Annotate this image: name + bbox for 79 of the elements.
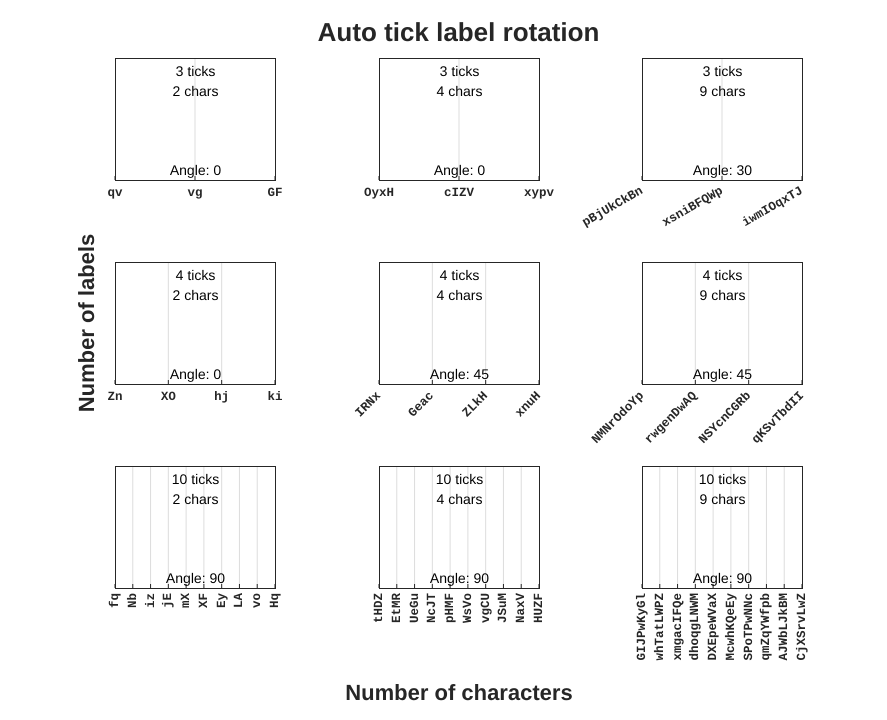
plot-panel [379,262,540,385]
panel-text: Angle: 0 [168,366,222,382]
panel-text: 3 ticks [438,63,480,79]
panel-text: 4 ticks [438,267,480,283]
tick-label: JSuM [496,593,510,624]
panel-text: 4 ticks [174,267,216,283]
tick-label: NaxV [514,593,528,624]
plot-panel [642,58,803,181]
panel-text: Angle: 0 [432,162,486,178]
tick-label: ki [268,390,282,404]
panel-text: 3 ticks [702,63,744,79]
tick-label: UeGu [408,593,422,624]
chart-title: Auto tick label rotation [316,17,600,48]
tick-label: qv [108,186,122,200]
plot-panel [115,58,276,181]
tick-label: dhoqgLNWM [688,593,702,661]
panel-text: 9 chars [698,83,746,99]
panel-text: Angle: 30 [692,162,754,178]
tick-label: EtMR [390,593,404,624]
tick-label: Hq [268,593,282,608]
panel-text: 2 chars [172,287,220,303]
tick-label: WsVo [460,593,475,624]
panel-text: Angle: 90 [692,570,754,586]
panel-text: Angle: 45 [428,366,490,382]
panel-text: Angle: 45 [692,366,754,382]
y-axis-label: Number of labels [74,234,100,412]
tick-label: pHMF [443,593,458,624]
tick-label: vg [188,186,202,200]
panel-text: Angle: 90 [164,570,226,586]
tick-label: XF [196,593,211,608]
tick-label: DXEpeWVaX [706,593,720,661]
tick-label: qmZqYWfpb [759,593,774,661]
plot-panel [379,466,540,589]
panel-text: 9 chars [698,287,746,303]
plot-panel [115,262,276,385]
panel-text: 2 chars [172,83,220,99]
tick-label: SPoTPwNNc [742,593,756,661]
tick-label: vgCU [478,593,493,624]
tick-label: iz [144,593,158,608]
x-axis-label: Number of characters [345,680,573,706]
panel-text: 9 chars [698,491,746,507]
panel-text: 10 ticks [698,471,748,487]
tick-label: McwhKQeEy [724,593,738,661]
tick-label: OyxH [364,186,394,200]
tick-label: Zn [108,390,122,404]
plot-panel [642,466,803,589]
panel-text: 4 chars [436,287,484,303]
tick-label: xmgacIFQe [670,593,685,661]
tick-label: Ey [214,593,229,608]
tick-label: GIJPwKyGl [635,593,649,661]
panel-text: 10 ticks [434,471,484,487]
panel-text: 4 chars [436,83,484,99]
tick-label: HUZF [532,593,546,624]
plot-panel [115,466,276,589]
panel-text: Angle: 90 [428,570,490,586]
tick-label: AJWbLJkBM [777,593,792,661]
tick-label: NcJT [425,593,440,624]
plot-panel [642,262,803,385]
panel-text: Angle: 0 [168,162,222,178]
tick-label: xypv [524,186,554,200]
panel-text: 10 ticks [170,471,220,487]
panel-text: 4 chars [436,491,484,507]
tick-label: mX [179,593,194,608]
tick-label: XO [160,390,176,404]
tick-label: jE [161,593,176,608]
tick-label: vo [250,593,264,608]
tick-label: tHDZ [372,593,386,624]
panel-text: 3 ticks [174,63,216,79]
tick-label: whTatLWPZ [652,593,667,661]
tick-label: fq [108,593,122,608]
plot-panel [379,58,540,181]
tick-label: hj [214,390,230,404]
panel-text: 2 chars [172,491,220,507]
tick-label: LA [232,593,246,608]
tick-label: CjXSrvLwZ [795,593,809,661]
tick-label: cIZV [444,186,474,200]
tick-label: Nb [126,593,140,608]
tick-label: GF [268,186,282,200]
panel-text: 4 ticks [702,267,744,283]
